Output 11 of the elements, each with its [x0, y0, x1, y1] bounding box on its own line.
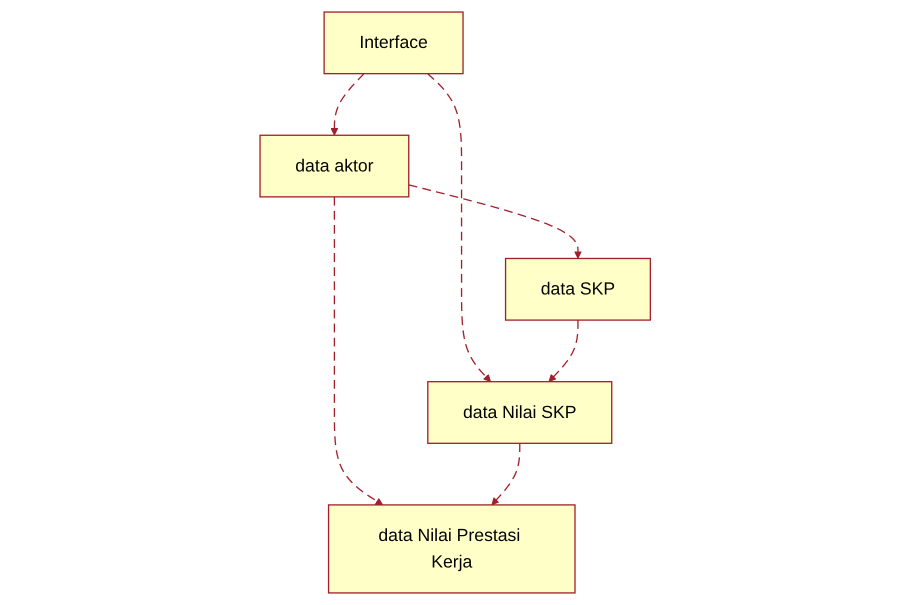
- arrow: [330, 73, 364, 136]
- node-box: data aktor: [259, 134, 410, 198]
- node-box: data SKP: [504, 258, 651, 321]
- arrow: [408, 184, 582, 259]
- arrow: [491, 443, 520, 506]
- arrow: [426, 73, 491, 382]
- node-box: data Nilai SKP: [426, 381, 612, 444]
- arrow: [548, 320, 578, 382]
- node-box: Interface: [323, 11, 464, 74]
- node-box: data Nilai Prestasi Kerja: [328, 504, 576, 594]
- arrow: [334, 196, 383, 506]
